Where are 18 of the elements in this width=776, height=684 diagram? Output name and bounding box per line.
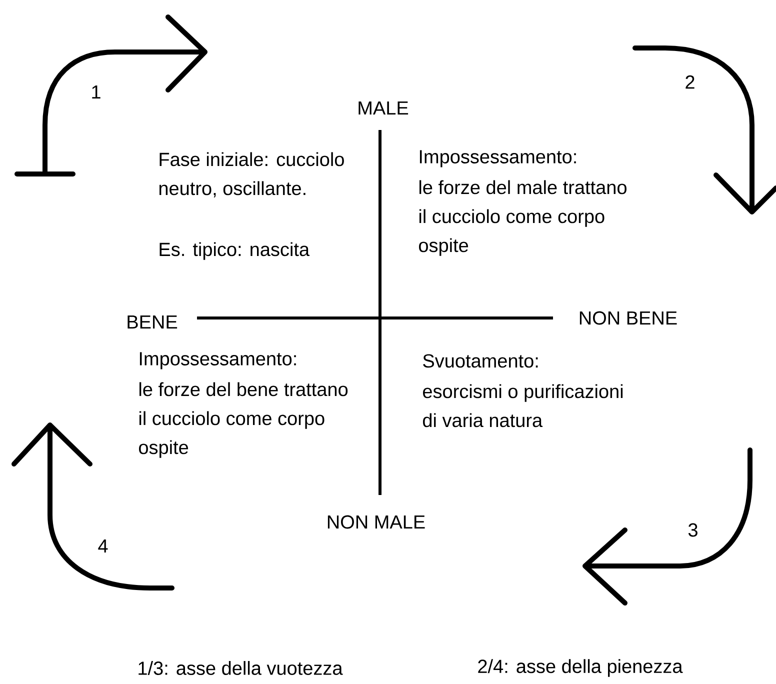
arrow-number: 3 — [688, 523, 698, 537]
axis-label: NON MALE — [328, 515, 425, 529]
arrow-number: 1 — [92, 85, 100, 99]
quadrant-text: Fase iniziale: cucciolo neutro, oscillante. — [159, 152, 344, 198]
quadrant-text: le forze del male trattano il cucciolo come corpo ospite — [419, 180, 626, 256]
quadrant-text: Svuotamento: — [423, 354, 538, 368]
axis-label: MALE — [358, 101, 408, 115]
quadrant-text: Impossessamento: — [140, 352, 296, 370]
legend-note: 1/3: asse della vuotezza — [138, 661, 343, 675]
axis-label: NON BENE — [580, 311, 677, 325]
quadrant-text: esorcismi o purificazioni di varia natura — [423, 384, 623, 428]
quadrant-text: Impossessamento: — [420, 150, 576, 168]
quadrant-text: le forze del bene trattano il cucciolo come corpo ospite — [139, 382, 348, 458]
arrow-number: 4 — [98, 539, 108, 553]
quadrant-text: Es. tipico: nascita — [160, 242, 310, 260]
arrow-number: 2 — [686, 75, 694, 89]
legend-note: 2/4: asse della pienezza — [478, 659, 683, 677]
axis-label: BENE — [128, 315, 178, 329]
